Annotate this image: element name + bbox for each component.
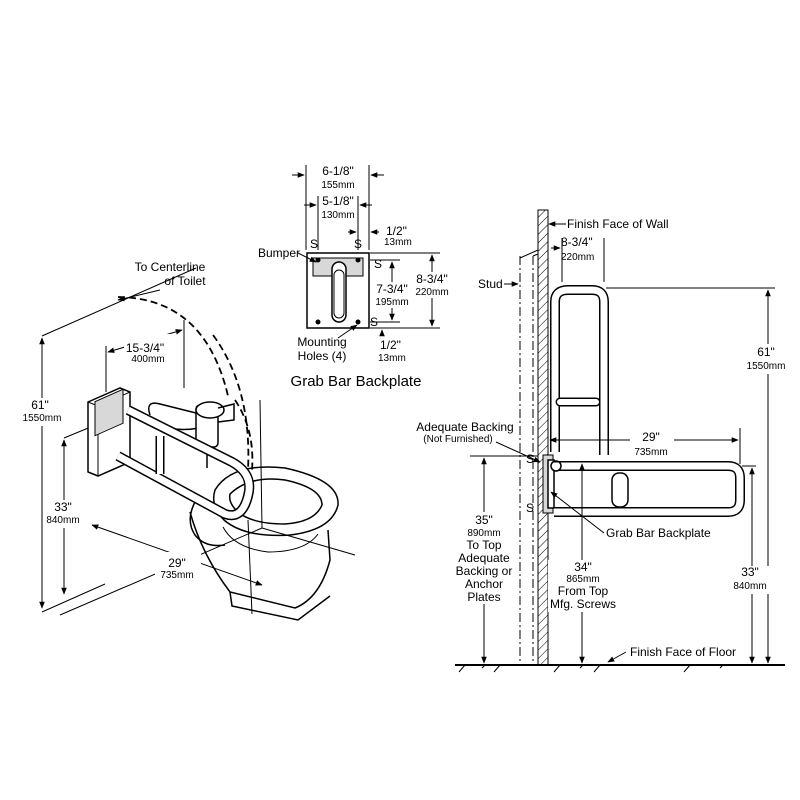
dim-61-metric: 1550mm xyxy=(23,413,62,424)
centerline-leader xyxy=(117,289,161,302)
dim-backing-note-3: Backing or xyxy=(456,564,513,578)
bumper-leader xyxy=(297,252,317,263)
backing-note: (Not Furnished) xyxy=(423,434,492,445)
dim-33-imperial: 33" xyxy=(54,500,72,514)
dim-61-imperial: 61" xyxy=(31,398,49,412)
dim-edge-bottom-metric: 13mm xyxy=(378,353,406,364)
dim-height-outer-imperial: 8-3/4" xyxy=(416,272,448,286)
mounting-hole-br xyxy=(355,319,361,325)
holes-label-1: Mounting xyxy=(297,335,346,349)
dim-backing-note-5: Plates xyxy=(467,590,500,604)
centerline-label-1: To Centerline xyxy=(135,260,206,274)
dim-screws-note-1: From Top xyxy=(558,584,609,598)
dim-screws-metric: 865mm xyxy=(566,574,599,585)
dim-width-holes-imperial: 5-1/8" xyxy=(322,194,354,208)
dim-length-metric: 735mm xyxy=(160,570,193,581)
dim-height-outer-metric: 220mm xyxy=(415,287,448,298)
centerline-label-2: of Toilet xyxy=(164,274,206,288)
screw-symbol-bottom: S xyxy=(526,501,534,515)
floor-label: Finish Face of Floor xyxy=(630,645,736,659)
wall-corner-line xyxy=(259,399,263,529)
dim-screws-imperial: 34" xyxy=(574,560,592,574)
ext-line-top-61 xyxy=(41,267,197,337)
dim-screws-note-2: Mfg. Screws xyxy=(550,597,616,611)
screw-symbol-tr: S xyxy=(354,237,362,251)
holes-leader xyxy=(337,324,358,339)
dim-61-right-metric: 1550mm xyxy=(747,361,786,372)
bumper-iso xyxy=(94,388,124,437)
dim-33-metric: 840mm xyxy=(46,515,79,526)
dim-width-holes-metric: 130mm xyxy=(321,210,354,221)
toilet-front xyxy=(189,499,226,547)
stud-label: Stud xyxy=(478,277,503,291)
dim-width-outer-metric: 155mm xyxy=(321,180,354,191)
toilet-seat-edge xyxy=(222,526,319,553)
backplate-label: Grab Bar Backplate xyxy=(606,526,711,540)
holes-label-2: Holes (4) xyxy=(298,349,347,363)
dim-height-holes-metric: 195mm xyxy=(375,297,408,308)
dim-projection-metric: 220mm xyxy=(561,252,594,263)
swing-arc-outer xyxy=(117,296,229,397)
ext-line-length xyxy=(247,519,253,615)
mounting-hole-bl xyxy=(315,319,321,325)
dim-61-right-imperial: 61" xyxy=(757,345,775,359)
dim-length-imperial: 29" xyxy=(168,556,186,570)
dim-backing-note-4: Anchor xyxy=(465,577,503,591)
right-elevation-view: Finish Face of Wall Finish Face of Floor… xyxy=(416,209,794,673)
left-isometric-view: To Centerline of Toilet 61" 1550mm 33" 8… xyxy=(22,260,356,621)
bumper-label: Bumper xyxy=(258,246,300,260)
dim-edge-top-metric: 13mm xyxy=(384,237,412,248)
flush-pipe-left xyxy=(148,402,201,416)
screw-symbol-rt: S xyxy=(374,257,382,271)
wall-section xyxy=(537,209,549,666)
grab-bar-raised xyxy=(550,285,609,455)
backplate-detail: 6-1/8" 155mm 5-1/8" 130mm 1/2" 13mm S S … xyxy=(258,164,452,390)
screw-symbol-top: S xyxy=(526,452,534,466)
swing-arc-inner xyxy=(212,334,250,471)
dim-offset-metric: 400mm xyxy=(131,354,164,365)
toilet-foot xyxy=(229,591,331,621)
dim-offset-imperial: 15-3/4" xyxy=(126,341,164,355)
dim-edge-top-imperial: 1/2" xyxy=(386,224,407,238)
grab-bar-down xyxy=(550,460,745,517)
wall-label: Finish Face of Wall xyxy=(567,217,669,231)
flush-valve-handle xyxy=(217,403,235,423)
floor-wall-line xyxy=(261,527,356,556)
dim-width-outer-imperial: 6-1/8" xyxy=(322,164,354,178)
dim-33-right-imperial: 33" xyxy=(741,565,759,579)
dim-33-right-metric: 840mm xyxy=(733,581,766,592)
flush-valve-cap xyxy=(195,401,225,419)
dim-backing-imperial: 35" xyxy=(475,513,493,527)
dim-backing-metric: 890mm xyxy=(467,528,500,539)
toilet-base xyxy=(189,511,331,609)
mounting-hole-tr xyxy=(355,257,361,263)
dim-projection-imperial: 8-3/4" xyxy=(561,235,593,249)
dim-backing-note-1: To Top xyxy=(466,538,501,552)
toilet-seat xyxy=(212,466,339,537)
dim-length-right-imperial: 29" xyxy=(642,430,660,444)
ext-line-bottom-61 xyxy=(41,583,106,613)
dim-height-holes-imperial: 7-3/4" xyxy=(376,282,408,296)
mounting-hole-tl xyxy=(315,257,321,263)
grip-pad xyxy=(611,472,629,508)
swing-arc-lower xyxy=(234,399,254,471)
diagram-title: Grab Bar Backplate xyxy=(291,373,422,390)
screw-symbol-tl: S xyxy=(310,237,318,251)
grab-bar-iso xyxy=(115,405,255,521)
dim-backing-note-2: Adequate xyxy=(458,551,510,565)
dim-length-right-metric: 735mm xyxy=(634,447,667,458)
dim-edge-bottom-imperial: 1/2" xyxy=(380,338,401,352)
backplate-slot xyxy=(331,261,347,323)
backing-label: Adequate Backing xyxy=(416,420,513,434)
